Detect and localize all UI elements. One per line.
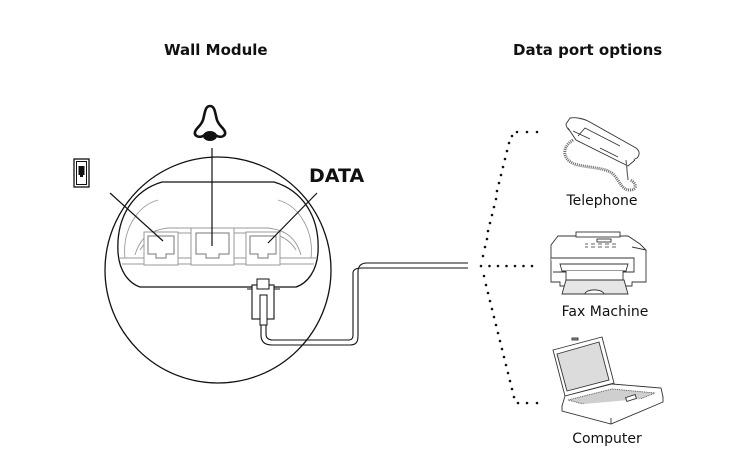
connection-dot (505, 149, 509, 153)
connection-dot (483, 245, 487, 249)
connection-dot (494, 197, 498, 201)
connection-dot (510, 387, 514, 391)
connection-dot (488, 221, 492, 225)
connection-dot (486, 229, 490, 233)
connection-dot (507, 141, 511, 145)
callout-line-data (267, 192, 318, 244)
connection-dot (496, 331, 500, 335)
magnifier-circle (104, 156, 332, 384)
option-label-computer: Computer (572, 431, 642, 447)
dotted-connection-lines (479, 130, 539, 405)
data-port (245, 231, 281, 266)
connection-dot (535, 130, 539, 134)
connection-dot (504, 363, 508, 367)
connection-dot (496, 264, 500, 268)
connection-dot (522, 264, 525, 268)
connection-dot (501, 165, 505, 169)
connection-dot (503, 157, 507, 161)
phone-jack-icon (73, 158, 90, 188)
option-label-fax-machine: Fax Machine (561, 304, 649, 320)
connection-dot (499, 173, 503, 177)
fax-machine-icon (550, 231, 647, 295)
connection-dot (513, 264, 517, 268)
connection-dot (484, 283, 488, 287)
network-node-icon (193, 104, 227, 141)
connection-dot (492, 315, 496, 319)
connection-dot (488, 264, 491, 268)
connection-dot (505, 264, 508, 268)
cable (260, 262, 468, 346)
laptop-icon (552, 336, 664, 425)
phone-line-port (143, 231, 179, 266)
callout-line-phone (109, 192, 164, 242)
cable-connector (247, 278, 280, 326)
connection-dot (486, 291, 490, 295)
connection-dot (479, 264, 483, 268)
connection-dot (488, 299, 492, 303)
connection-dot (498, 339, 502, 343)
connection-dot (481, 254, 485, 258)
connection-dot (516, 401, 520, 405)
connection-dot (492, 205, 496, 209)
connection-dot (497, 181, 501, 185)
connection-dot (495, 189, 499, 193)
connection-dot (525, 130, 529, 134)
connection-dot (512, 395, 516, 399)
connection-dot (502, 355, 506, 359)
data-port-options-title: Data port options (513, 41, 663, 59)
connection-dot (535, 401, 539, 405)
option-label-telephone: Telephone (566, 193, 638, 209)
connection-dot (530, 264, 534, 268)
connection-dot (482, 274, 486, 278)
connection-dot (500, 347, 504, 351)
connection-dot (515, 130, 519, 134)
connection-dot (525, 401, 529, 405)
connection-dot (490, 307, 494, 311)
data-port-label: DATA (309, 165, 365, 187)
connection-dot (508, 379, 512, 383)
connection-dot (490, 213, 494, 217)
connection-dot (510, 134, 514, 138)
connection-dot (494, 323, 498, 327)
wall-module-title: Wall Module (164, 41, 268, 59)
connection-dot (506, 371, 510, 375)
connection-dot (485, 237, 489, 241)
telephone-icon (563, 117, 640, 192)
